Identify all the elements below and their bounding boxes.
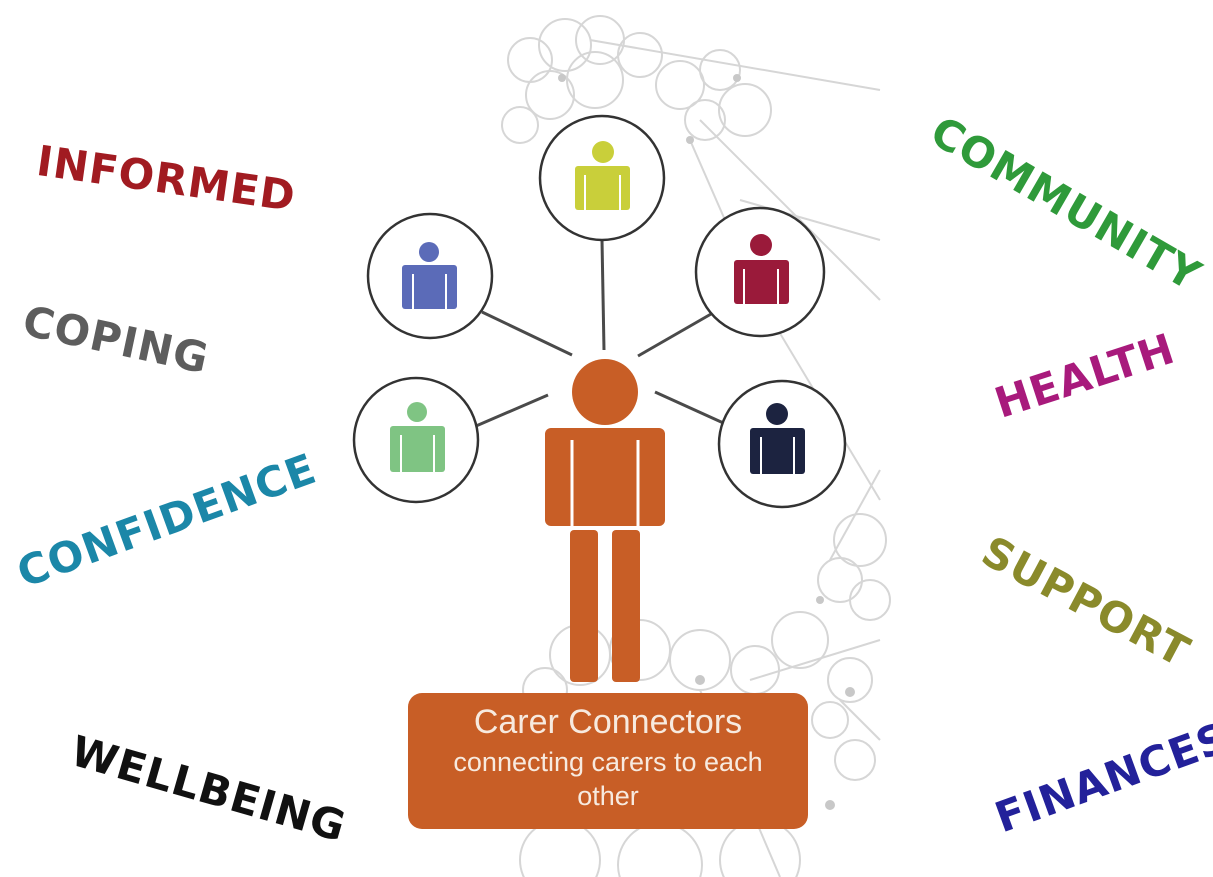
person-node-blue [366, 212, 494, 340]
carer-connectors-caption: Carer Connectors connecting carers to ea… [408, 693, 808, 829]
person-node-maroon [694, 206, 826, 338]
caption-title: Carer Connectors [473, 703, 743, 741]
caption-subtitle: connecting carers to each other [453, 747, 763, 811]
background-nodes [558, 74, 855, 810]
central-person-arm-lines [570, 440, 640, 526]
person-node-green [352, 376, 480, 504]
connector-lines [475, 239, 731, 428]
person-node-navy [717, 379, 847, 509]
person-node-yellow [538, 114, 666, 242]
central-person-figure [545, 359, 665, 682]
